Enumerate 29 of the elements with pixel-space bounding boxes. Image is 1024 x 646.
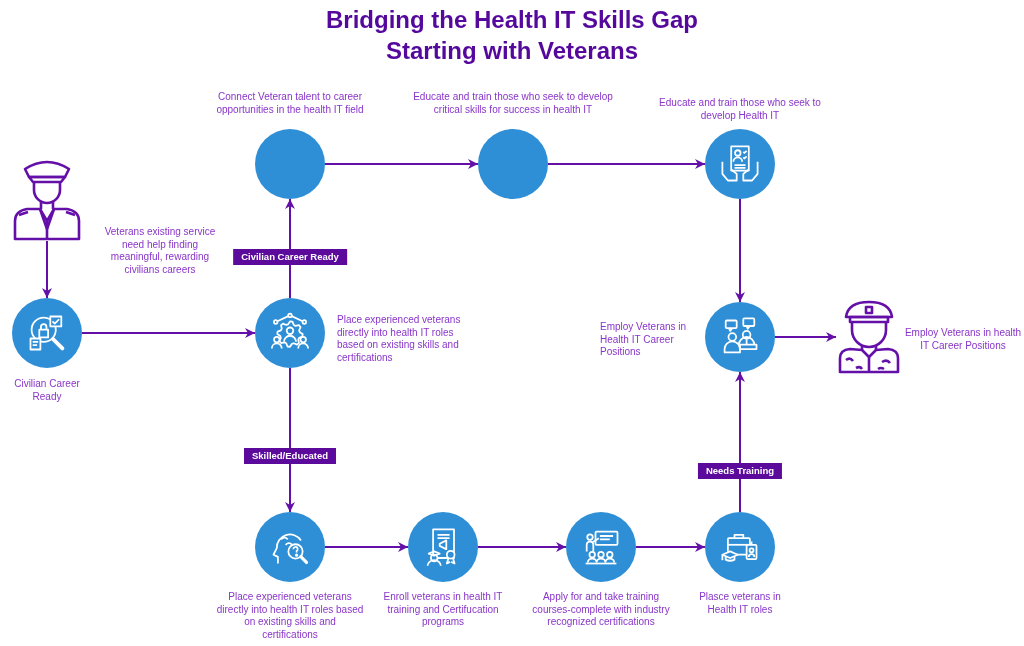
step-caption: Educate and train those who seek to develop critical skills for success in health IT bbox=[412, 91, 614, 116]
edge-label: Skilled/Educated bbox=[244, 447, 336, 464]
step-caption: Employ Veterans in health IT Career Positions bbox=[904, 327, 1022, 352]
step-caption: Educate and train those who seek to develop Health IT bbox=[658, 97, 822, 122]
soldier-illustration bbox=[836, 300, 902, 374]
arrow bbox=[42, 240, 52, 299]
arrow bbox=[735, 371, 745, 513]
arrow bbox=[285, 367, 295, 513]
arrow bbox=[735, 198, 745, 303]
step-caption: Employ Veterans in Health IT Career Positions bbox=[600, 321, 688, 359]
arrow bbox=[477, 542, 567, 552]
edge-label: Civilian Career Ready bbox=[233, 249, 347, 266]
arrow bbox=[774, 332, 837, 342]
diagram-title: Bridging the Health IT Skills Gap Starting with Veterans bbox=[324, 5, 699, 66]
step-caption: Place experienced veterans directly into health IT roles based on existing skills and certifications bbox=[337, 314, 462, 364]
arrow bbox=[324, 542, 409, 552]
arrow bbox=[81, 328, 256, 338]
arrow bbox=[285, 198, 295, 299]
step-caption: Civilian Career Ready bbox=[13, 378, 81, 403]
step-caption: Apply for and take training courses-complete with industry recognized certifications bbox=[531, 591, 671, 629]
step-caption: Place experienced veterans directly into health IT roles based on existing skills and certifications bbox=[215, 591, 365, 641]
step-caption: Enroll veterans in health IT training and Certifucation programs bbox=[382, 591, 504, 629]
edge-label: Needs Training bbox=[697, 463, 783, 480]
arrow bbox=[547, 159, 706, 169]
step-caption: Plasce veterans in Health IT roles bbox=[698, 591, 782, 616]
note-text: Veterans existing service need help finding meaningful, rewarding civilians careers bbox=[104, 226, 216, 276]
step-caption: Connect Veteran talent to career opportunities in the health IT field bbox=[215, 91, 365, 116]
arrow bbox=[324, 159, 479, 169]
arrow bbox=[635, 542, 706, 552]
